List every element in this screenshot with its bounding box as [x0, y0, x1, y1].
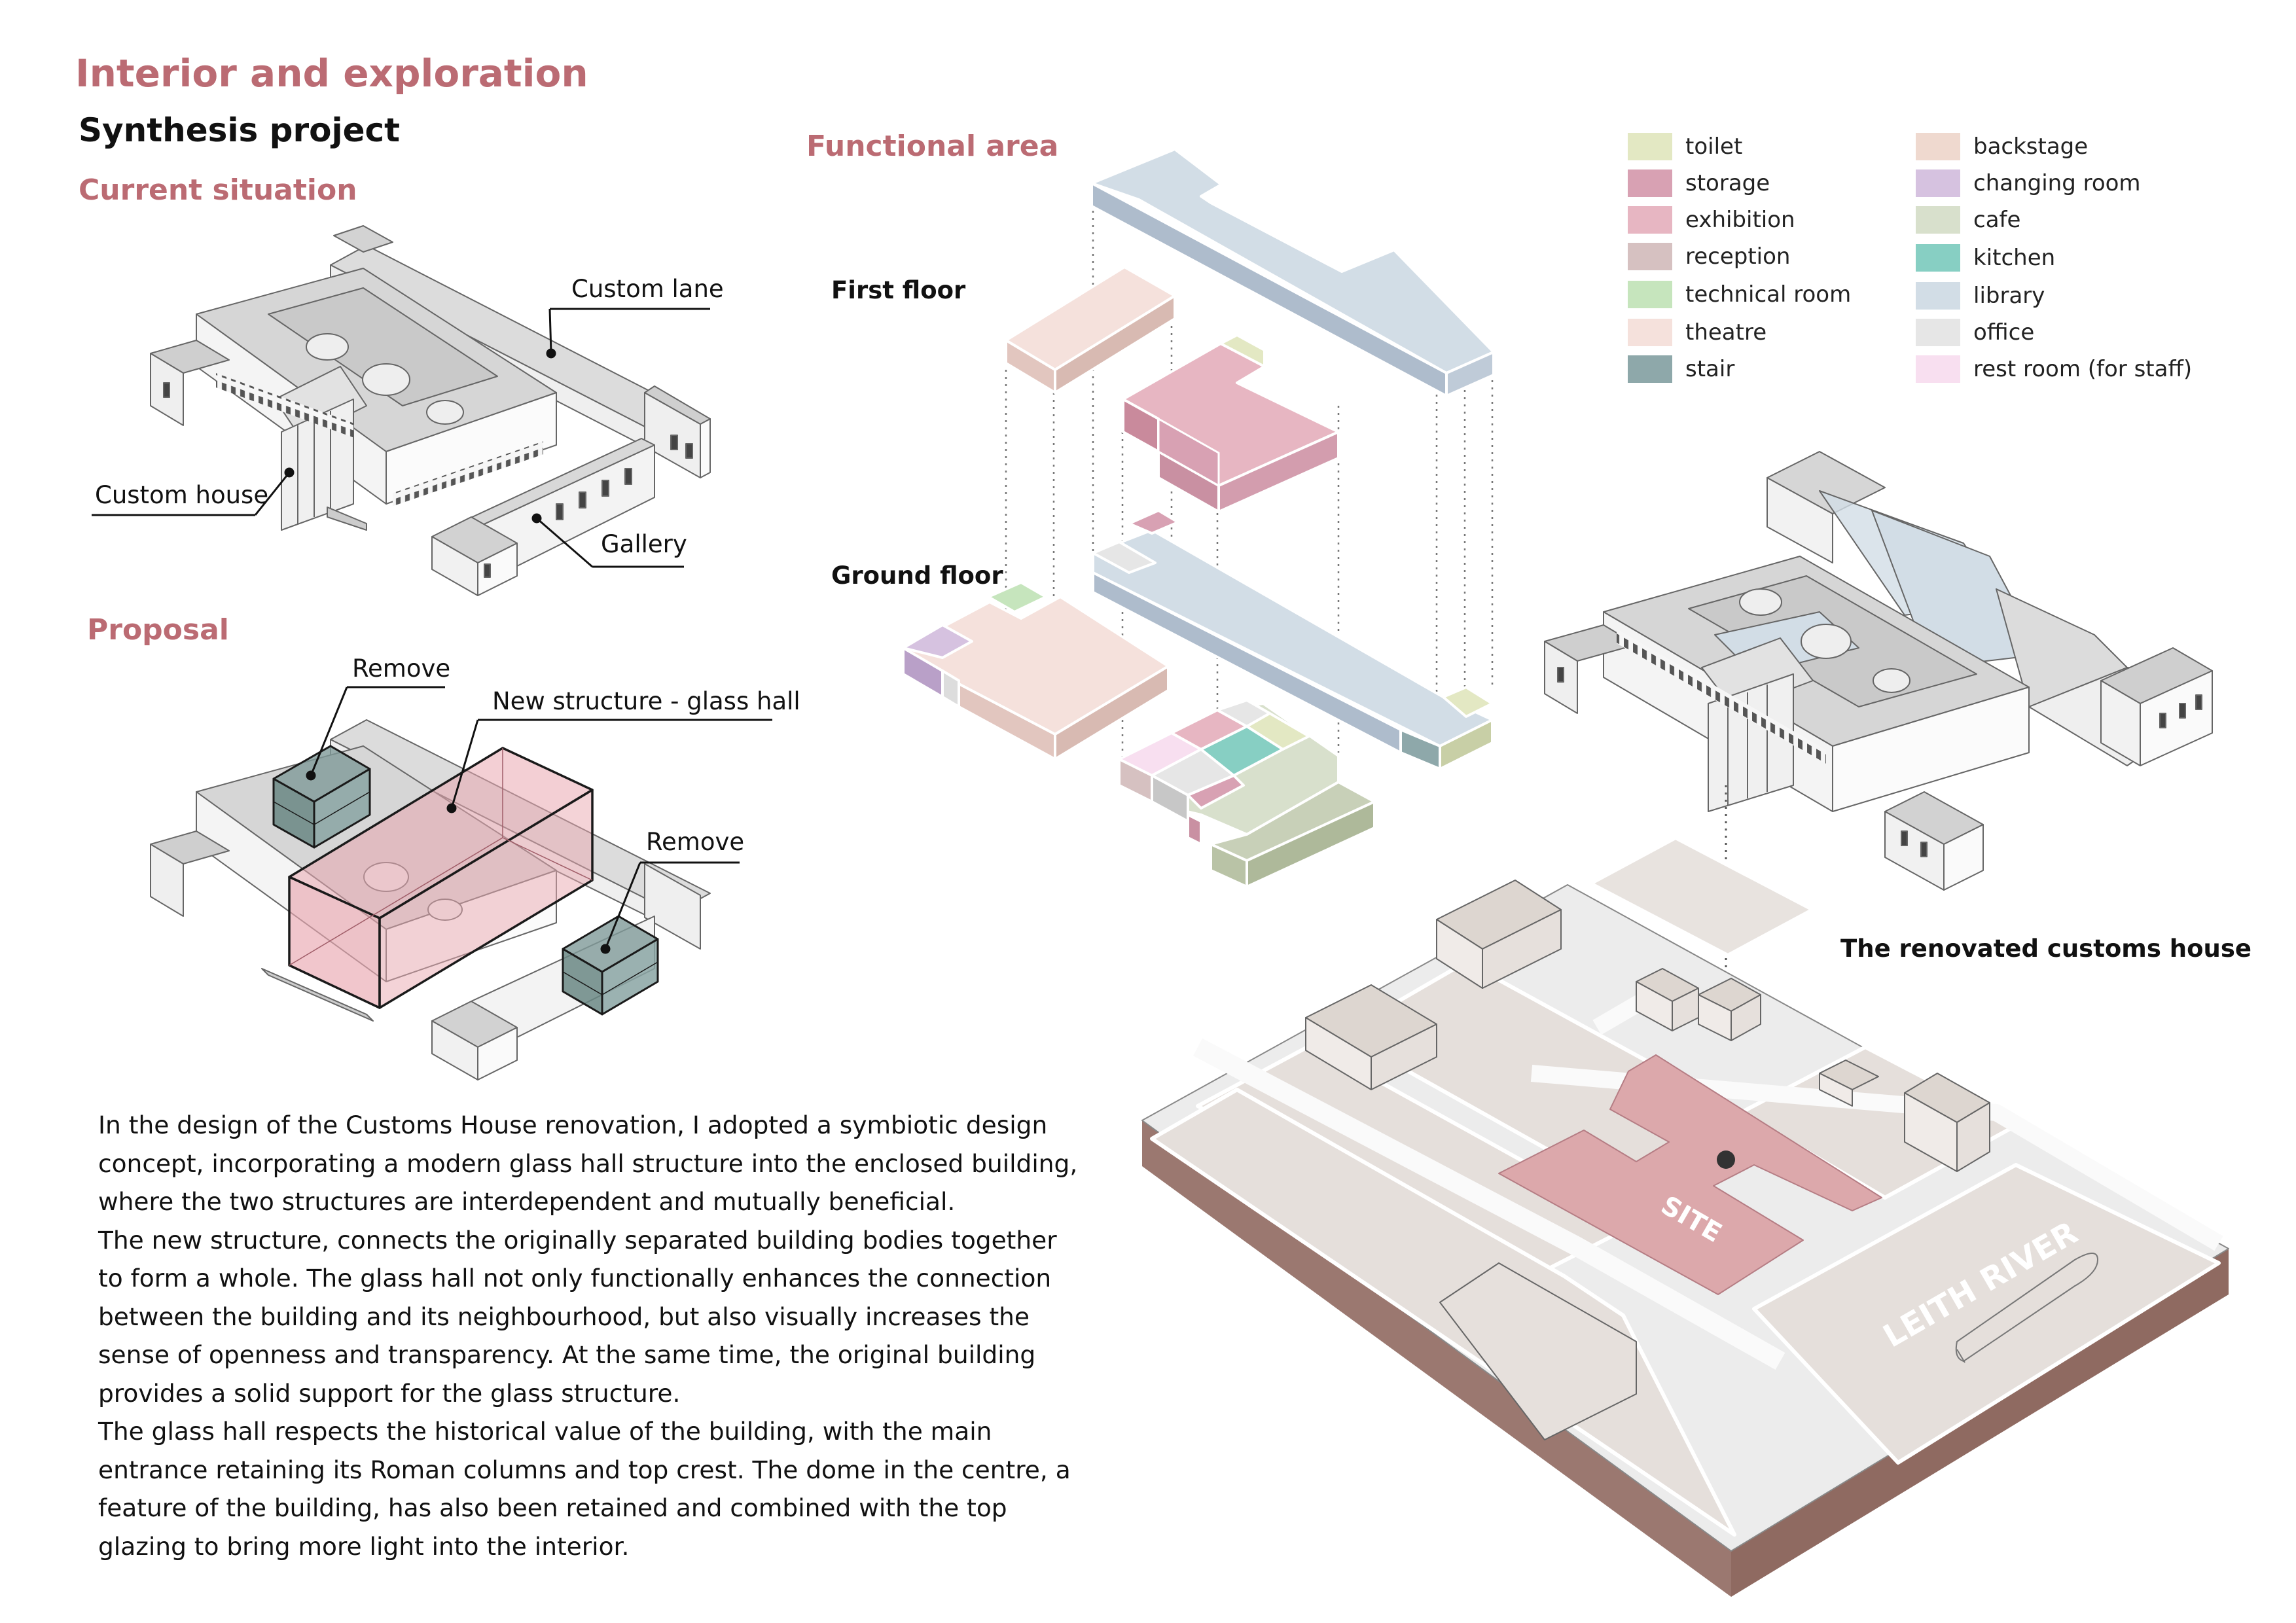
remove-label-bottom: Remove: [646, 828, 745, 856]
renovated-caption: The renovated customs house: [1840, 935, 2251, 963]
legend-swatch: [1916, 244, 1960, 272]
legend-swatch: [1628, 319, 1672, 346]
current-building: [150, 225, 711, 596]
legend-item-backstage: backstage: [1916, 132, 2088, 161]
legend-swatch: [1628, 206, 1672, 234]
legend-swatch: [1628, 169, 1672, 197]
legend-item-reception: reception: [1628, 242, 1790, 271]
legend-item-office: office: [1916, 318, 2034, 347]
leaders-current: [92, 308, 710, 568]
proposal-heading: Proposal: [87, 613, 229, 647]
description-paragraph-1: In the design of the Customs House renov…: [98, 1111, 1078, 1216]
legend-swatch: [1628, 133, 1672, 160]
custom-house-label: Custom house: [95, 481, 269, 509]
description-paragraph-3: The glass hall respects the historical v…: [98, 1417, 1071, 1561]
remove-label-top: Remove: [352, 654, 451, 683]
legend-item-library: library: [1916, 281, 2045, 310]
legend-item-kitchen: kitchen: [1916, 243, 2055, 272]
legend-label: office: [1973, 319, 2035, 346]
legend-swatch: [1916, 133, 1960, 160]
main-title: Interior and exploration: [75, 51, 588, 96]
project-title: Synthesis project: [79, 111, 401, 149]
legend-item-rest-room: rest room (for staff): [1916, 355, 2192, 383]
site-map: SITE LEITH RIVER: [1141, 836, 2229, 1597]
functional-area-heading: Functional area: [806, 130, 1059, 163]
first-floor-label: First floor: [831, 276, 966, 304]
legend-item-cafe: cafe: [1916, 205, 2020, 234]
legend-label: theatre: [1685, 319, 1767, 346]
legend-label: technical room: [1685, 281, 1852, 308]
legend-item-theatre: theatre: [1628, 318, 1767, 347]
description: In the design of the Customs House renov…: [98, 1106, 1080, 1565]
legend-label: reception: [1685, 243, 1791, 270]
legend-swatch: [1628, 243, 1672, 270]
current-situation-heading: Current situation: [79, 173, 357, 207]
legend-item-changing-room: changing room: [1916, 169, 2141, 198]
legend-swatch: [1916, 169, 1960, 197]
legend-label: kitchen: [1973, 245, 2056, 271]
gallery-label: Gallery: [601, 530, 687, 558]
first-floor: [1005, 148, 1495, 513]
legend-label: cafe: [1973, 207, 2021, 233]
legend-swatch: [1916, 282, 1960, 310]
legend-label: toilet: [1685, 134, 1743, 160]
legend-label: exhibition: [1685, 207, 1795, 233]
legend-label: stair: [1685, 356, 1735, 382]
legend-label: backstage: [1973, 134, 2089, 160]
new-structure-label: New structure - glass hall: [492, 687, 800, 715]
legend-label: library: [1973, 283, 2045, 309]
remove-box-bottom: [562, 915, 659, 1016]
legend-item-exhibition: exhibition: [1628, 205, 1795, 234]
leaders-proposal: [306, 686, 772, 954]
legend-swatch: [1628, 281, 1672, 308]
legend-item-toilet: toilet: [1628, 132, 1742, 161]
legend-item-technical-room: technical room: [1628, 280, 1851, 309]
legend-label: storage: [1685, 170, 1770, 196]
legend-swatch: [1916, 319, 1960, 346]
legend-swatch: [1628, 355, 1672, 383]
legend-label: rest room (for staff): [1973, 356, 2193, 382]
description-paragraph-2: The new structure, connects the original…: [98, 1225, 1057, 1408]
custom-lane-label: Custom lane: [571, 275, 724, 303]
legend-item-stair: stair: [1628, 355, 1734, 383]
remove-box-top: [272, 745, 371, 849]
glass-hall: [288, 747, 594, 1009]
legend-swatch: [1916, 355, 1960, 383]
legend-label: changing room: [1973, 170, 2141, 196]
legend-swatch: [1916, 206, 1960, 234]
renovated-building: [1544, 451, 2213, 891]
legend-item-storage: storage: [1628, 169, 1770, 198]
ground-floor-label: Ground floor: [831, 562, 1003, 590]
ground-floor: [902, 509, 1494, 888]
